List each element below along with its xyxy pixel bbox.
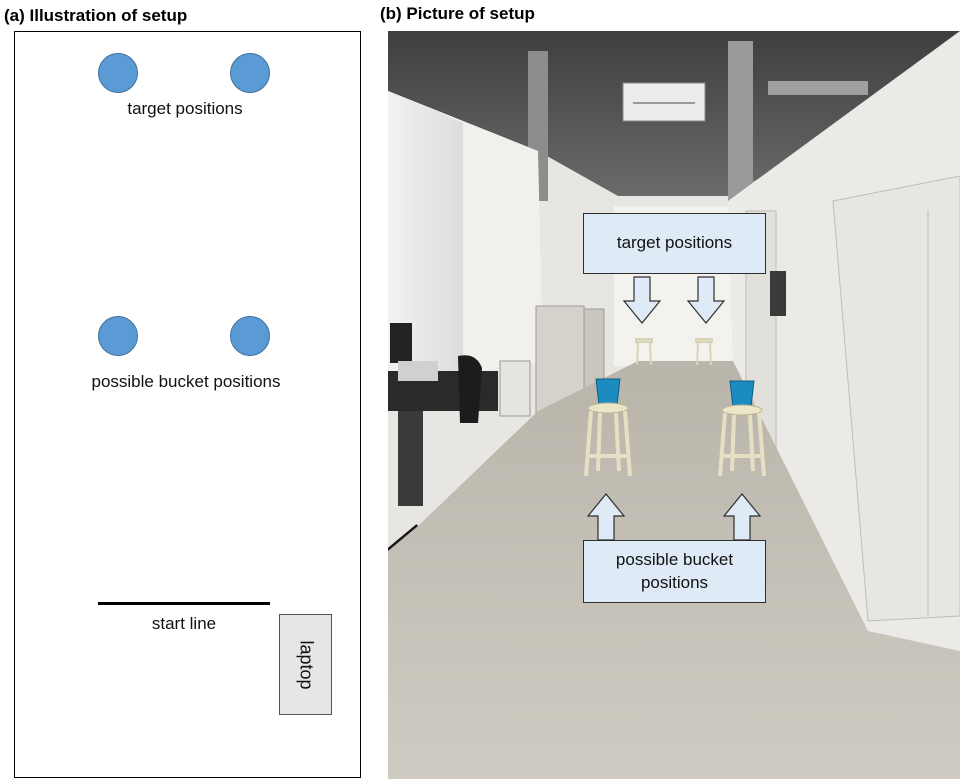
bucket-position-dot-left — [98, 316, 138, 356]
laptop-box: laptop — [279, 614, 332, 715]
target-positions-label: target positions — [127, 99, 243, 118]
desk-drawer — [398, 411, 423, 506]
panel-a-title: (a) Illustration of setup — [4, 6, 188, 25]
bucket-callout-line1: possible bucket — [615, 549, 734, 569]
stool-with-bucket-right — [718, 380, 766, 477]
bucket-callout-line2: positions — [640, 572, 709, 592]
distant-stool-left — [635, 338, 653, 366]
arrow-down-icon — [686, 276, 726, 324]
printer — [398, 361, 438, 381]
arrow-up-icon — [586, 493, 626, 541]
arrow-up-icon — [722, 493, 762, 541]
start-line-label: start line — [151, 614, 217, 633]
arrow-down-icon — [622, 276, 662, 324]
setup-illustration: target positions possible bucket positio… — [14, 31, 361, 778]
wall-panel — [770, 271, 786, 316]
bucket — [595, 378, 621, 406]
stool-seat — [721, 404, 763, 416]
laptop-label: laptop — [296, 639, 316, 690]
target-position-dot-right — [230, 53, 270, 93]
target-positions-callout: target positions — [583, 213, 766, 274]
ceiling-pipe — [768, 81, 868, 95]
panel-b-title: (b) Picture of setup — [380, 4, 535, 23]
file-cabinet — [499, 360, 531, 417]
bucket-positions-label: possible bucket positions — [91, 372, 281, 391]
stool-seat — [587, 402, 629, 414]
ceiling-pipe — [728, 41, 753, 201]
target-position-dot-left — [98, 53, 138, 93]
target-callout-text: target positions — [616, 233, 733, 253]
bucket-positions-callout: possible bucket positions — [583, 540, 766, 603]
window — [388, 91, 463, 391]
bucket — [729, 380, 755, 408]
monitor — [390, 323, 412, 363]
bucket-position-dot-right — [230, 316, 270, 356]
office-chair — [458, 355, 482, 423]
start-line — [98, 602, 270, 605]
distant-stool-right — [695, 338, 713, 366]
setup-photo — [388, 31, 960, 779]
stool-with-bucket-left — [584, 378, 632, 477]
